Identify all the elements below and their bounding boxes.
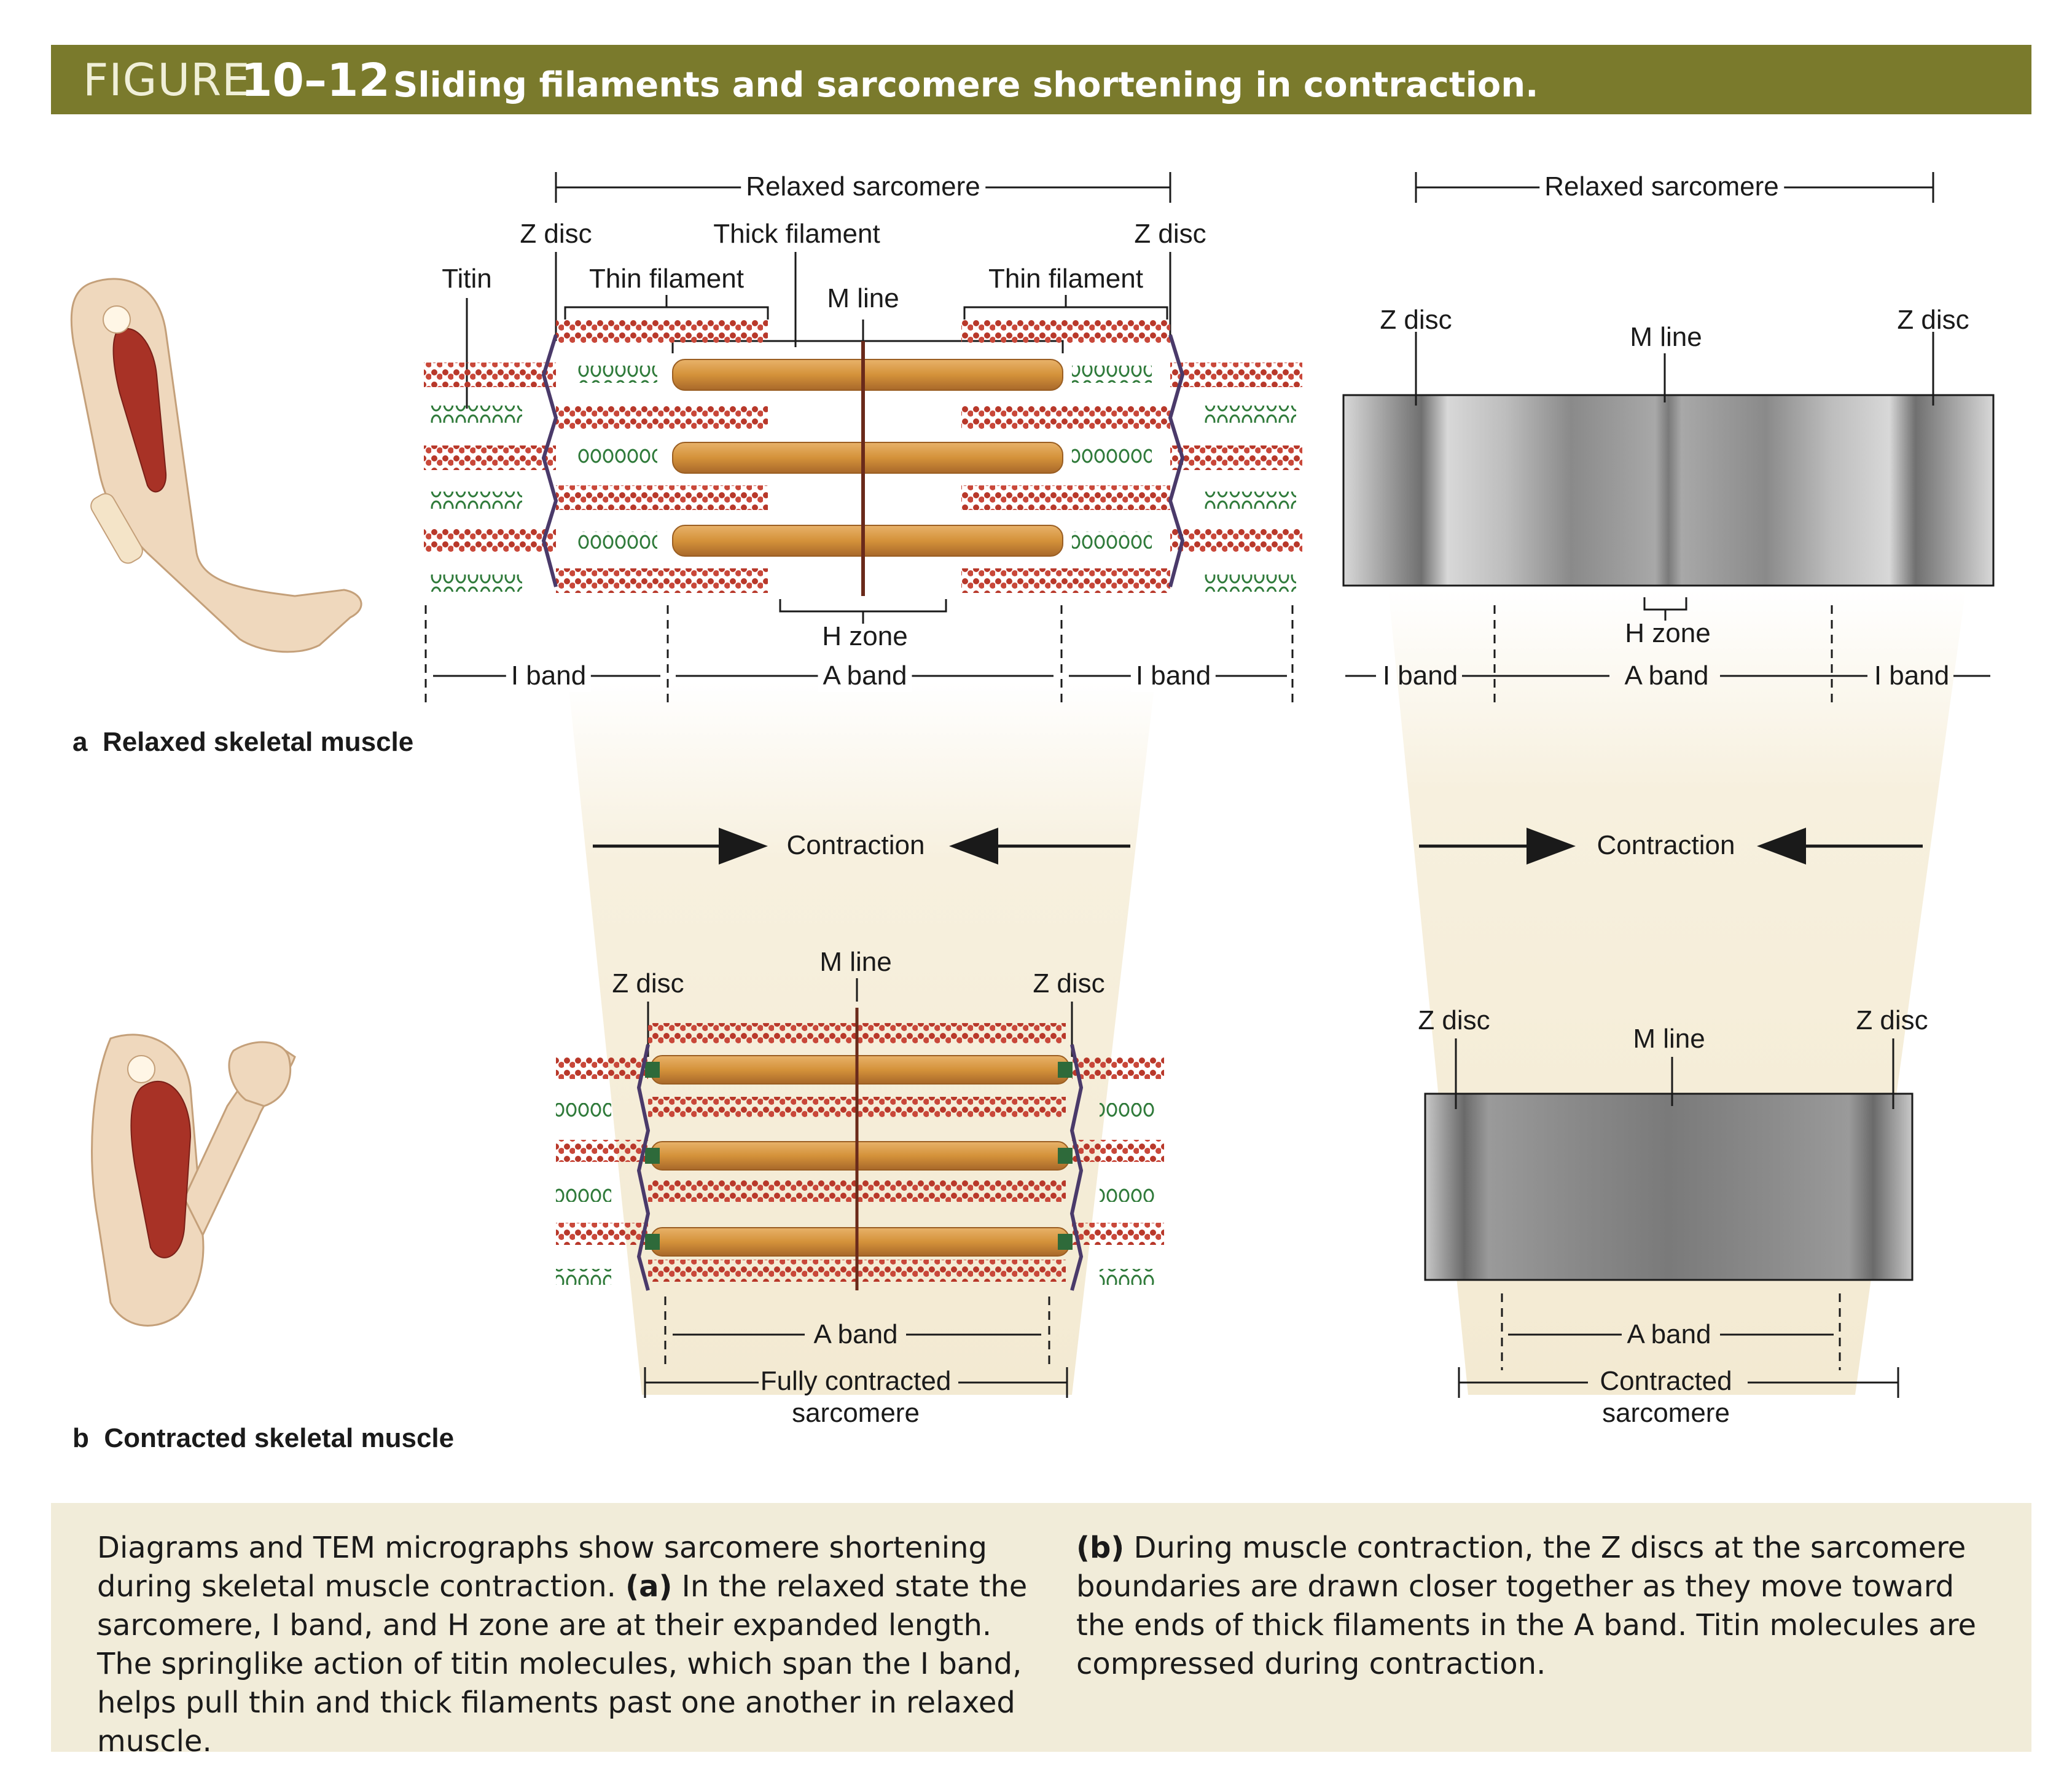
m-line-label: M line [1630,322,1702,352]
i-band-label: I band [1130,660,1216,692]
relaxed-thin-filaments [424,320,1302,593]
z-disc-label: Z disc [1418,1005,1490,1035]
caption-right: (b) During muscle contraction, the Z dis… [1076,1529,2010,1684]
figure-title: Sliding filaments and sarcomere shorteni… [393,65,1539,105]
caption-left-intro: Diagrams and TEM micrographs show sarcom… [97,1531,987,1604]
contracted-titin-springs [556,1103,1155,1285]
contracted-arm-illustration [91,1034,296,1327]
contracted-tem-micrograph [1424,1038,1914,1398]
thin-filament-label: Thin filament [988,264,1143,294]
relaxed-tem-micrograph [1342,172,1995,707]
z-disc-label: Z disc [1134,219,1206,249]
i-band-label: I band [1874,661,1950,691]
panel-b-label: b Contracted skeletal muscle [72,1423,454,1454]
contracted-sarcomere-diagram [556,978,1164,1398]
panel-a-letter: a [72,727,88,757]
a-band-label: A band [813,1319,898,1349]
a-band-label: A band [1627,1319,1711,1349]
titin-label: Titin [442,264,492,294]
caption-right-body: During muscle contraction, the Z discs a… [1076,1531,1977,1681]
fully-contracted-line1: Fully contracted [760,1366,952,1396]
figure-label: FIGURE [83,54,251,106]
z-disc-label: Z disc [1033,968,1105,998]
z-disc-label: Z disc [520,219,592,249]
panel-b-title: Contracted skeletal muscle [104,1423,455,1453]
h-zone-label: H zone [822,621,908,651]
a-band-label: A band [1624,661,1709,691]
z-disc-label: Z disc [612,968,684,998]
i-band-label: I band [1382,661,1458,691]
panel-a-label: a Relaxed skeletal muscle [72,727,413,758]
figure-number: 10–12 [241,54,390,107]
contracted-line2: sarcomere [1602,1398,1730,1428]
relaxed-titin-springs [430,366,1296,592]
relaxed-arm-illustration [70,278,362,653]
contraction-label: Contraction [786,830,925,860]
thin-filament-label: Thin filament [589,264,744,294]
caption-box [51,1503,2031,1752]
i-band-label: I band [506,660,592,692]
relaxed-thick-filaments [672,359,1063,557]
caption-left-body: In the relaxed state the sarcomere, I ba… [97,1569,1028,1759]
relaxed-sarcomere-diagram [424,172,1302,707]
z-disc-label: Z disc [1380,305,1452,335]
caption-left-tag: (a) [625,1569,673,1604]
m-line-label: M line [819,947,892,977]
caption-right-tag: (b) [1076,1531,1125,1565]
panel-b-letter: b [72,1423,89,1453]
contraction-label: Contraction [1597,830,1735,860]
m-line-label: M line [1633,1024,1705,1054]
h-zone-label: H zone [1625,618,1711,648]
contracted-thick-filaments [645,1055,1073,1257]
contracted-line1: Contracted [1600,1366,1732,1396]
m-line-label: M line [827,283,899,313]
a-band-label: A band [818,660,912,692]
thick-filament-label: Thick filament [713,219,880,249]
figure-banner [51,45,2031,114]
caption-left: Diagrams and TEM micrographs show sarcom… [97,1529,1055,1761]
z-disc-label: Z disc [1856,1005,1928,1035]
relaxed-sarcomere-label: Relaxed sarcomere [741,171,985,203]
fully-contracted-line2: sarcomere [792,1398,920,1428]
relaxed-sarcomere-label: Relaxed sarcomere [1539,171,1784,203]
panel-a-title: Relaxed skeletal muscle [102,727,414,757]
z-disc-label: Z disc [1897,305,1969,335]
